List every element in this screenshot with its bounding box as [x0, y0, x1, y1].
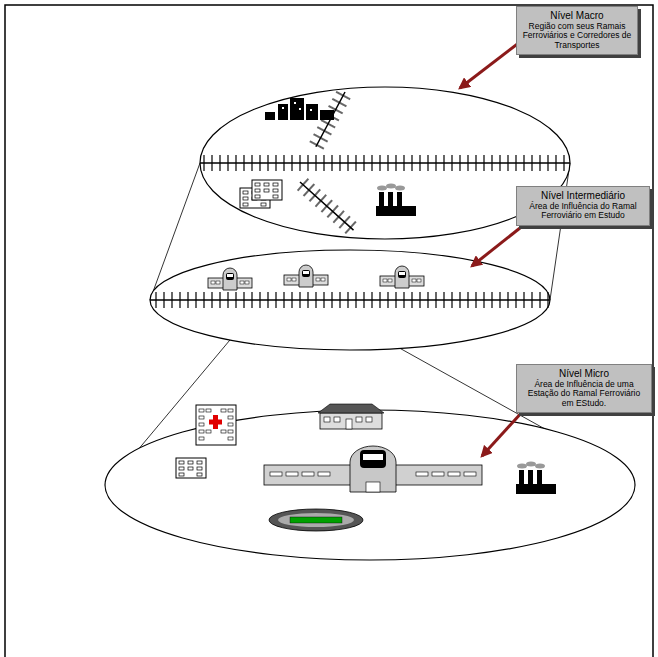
callout-box: Nível IntermediárioÁrea de Influência do…: [516, 186, 650, 226]
level-description: Área de Influência do Ramal Ferroviário …: [521, 202, 645, 222]
callout-box: Nível MicroÁrea de Influência de uma Est…: [516, 364, 652, 413]
level-description: Região com seus Ramais Ferroviários e Co…: [521, 22, 633, 51]
level-title: Nível Intermediário: [521, 190, 645, 202]
callout-box: Nível MacroRegião com seus Ramais Ferrov…: [516, 6, 638, 55]
level-title: Nível Micro: [521, 368, 647, 380]
level-description: Área de Influência de uma Estação do Ram…: [521, 380, 647, 409]
level-title: Nível Macro: [521, 10, 633, 22]
